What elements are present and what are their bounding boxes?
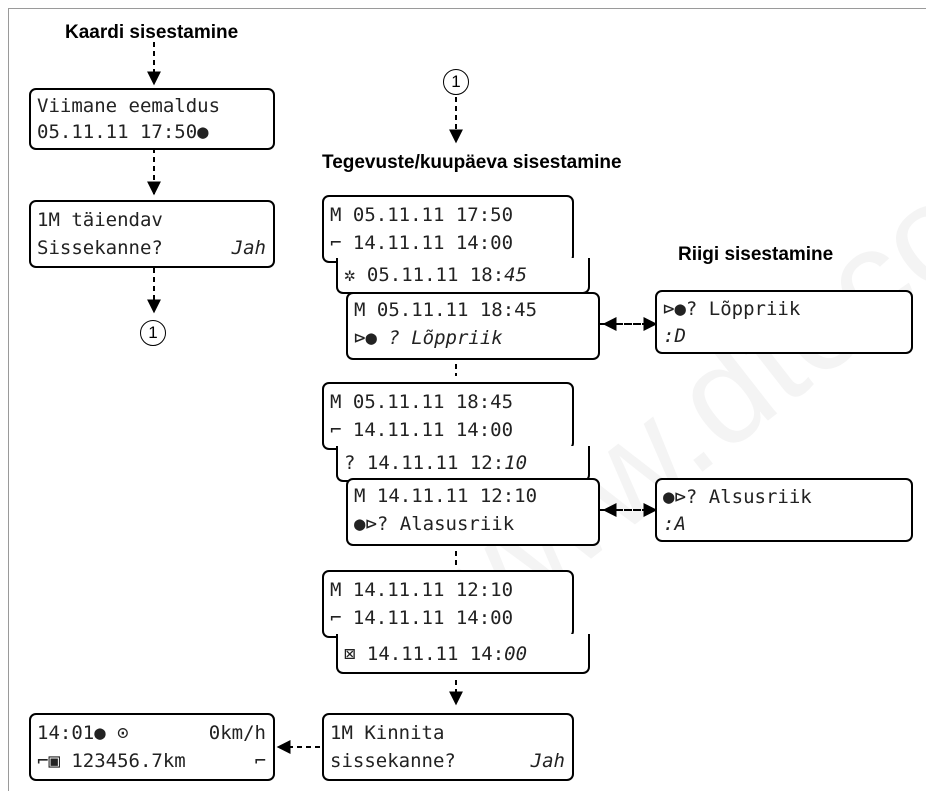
display-standard: 14:01● ⊙ 0km/h ⌐▣ 123456.7km ⌐ [29, 713, 275, 781]
display-end-country: ⊳●? Lõppriik :D [655, 290, 913, 354]
speed-readout: 0km/h [208, 722, 266, 744]
display-line-1: ●⊳? Alsusriik [663, 486, 812, 508]
display-c1: M 14.11.11 12:10 ⌐ 14.11.11 14:00 [322, 570, 574, 638]
display-b2: ? 14.11.11 12:10 [336, 446, 590, 482]
entry-minutes: 45 [504, 264, 528, 286]
display-line-2: 05.11.11 17:50● [37, 121, 209, 143]
display-line-2: Sissekanne? [37, 237, 163, 259]
display-line-1: M 14.11.11 12:10 [330, 579, 514, 601]
display-b1: M 05.11.11 18:45 ⌐ 14.11.11 14:00 [322, 382, 574, 450]
display-line-1: M 05.11.11 18:45 [354, 299, 538, 321]
display-last-removal: Viimane eemaldus 05.11.11 17:50● [29, 88, 275, 150]
display-start-country: ●⊳? Alsusriik :A [655, 478, 913, 542]
display-a1: M 05.11.11 17:50 ⌐ 14.11.11 14:00 [322, 195, 574, 263]
connector-1-bottom: 1 [140, 320, 166, 346]
entry-minutes: 00 [504, 643, 528, 665]
display-line-1: M 14.11.11 12:10 [354, 485, 538, 507]
display-line-2: :D [663, 325, 686, 347]
display-a2: ✲ 05.11.11 18:45 [336, 258, 590, 294]
display-line-1: M 05.11.11 17:50 [330, 204, 514, 226]
activity-icon: ⌐ [254, 750, 266, 772]
display-line-1: ⊳●? Lõppriik [663, 298, 801, 320]
heading-activities-entry: Tegevuste/kuupäeva sisestamine [322, 152, 622, 173]
display-line-1: 1M täiendav [37, 209, 163, 231]
display-confirm-entry: 1M Kinnita sissekanne? Jah [322, 713, 574, 781]
heading-card-insert: Kaardi sisestamine [65, 22, 239, 43]
display-line-2: ●⊳? Alasusriik [354, 513, 515, 535]
display-line-2: :A [663, 513, 686, 535]
display-line-2: ⌐▣ 123456.7km [37, 750, 186, 772]
connector-1-top: 1 [443, 69, 469, 95]
display-line-2: ⊳● ? Lõppriik [354, 327, 503, 349]
display-line-2: sissekanne? [330, 750, 456, 772]
display-line-2: ⌐ 14.11.11 14:00 [330, 607, 514, 629]
display-c2: ⊠ 14.11.11 14:00 [336, 634, 590, 674]
heading-country-entry: Riigi sisestamine [678, 244, 834, 265]
entry-minutes: 10 [504, 452, 528, 474]
display-b3-start-country-query[interactable]: M 14.11.11 12:10 ●⊳? Alasusriik [346, 478, 600, 546]
answer-yes: Jah [231, 237, 266, 259]
display-line-1: 14:01● ⊙ [37, 722, 129, 744]
display-line-2: ⌐ 14.11.11 14:00 [330, 419, 514, 441]
entry-text: ⊠ 14.11.11 14: [344, 643, 505, 665]
display-supplement-query: 1M täiendav Sissekanne? Jah [29, 200, 275, 268]
answer-yes: Jah [530, 750, 565, 772]
display-a3-end-country-query[interactable]: M 05.11.11 18:45 ⊳● ? Lõppriik [346, 292, 600, 360]
entry-text: ? 14.11.11 12: [344, 452, 505, 474]
entry-text: ✲ 05.11.11 18: [344, 264, 505, 286]
display-line-1: Viimane eemaldus [37, 95, 221, 117]
display-line-2: ⌐ 14.11.11 14:00 [330, 232, 514, 254]
figure-frame [8, 8, 926, 791]
display-line-1: M 05.11.11 18:45 [330, 391, 514, 413]
display-line-1: 1M Kinnita [330, 722, 445, 744]
